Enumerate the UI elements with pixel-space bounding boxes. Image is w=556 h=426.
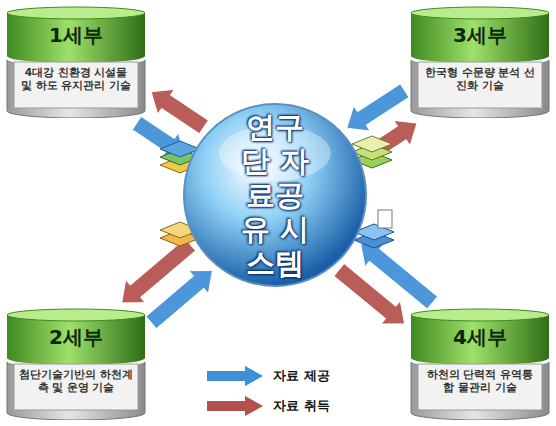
data-sharing-globe: 연구단 자료공유 시스템 [182, 102, 368, 288]
legend-row: 자료 취득 [205, 394, 330, 418]
subproject-description: 첨단기술기반의 하천계측 및 운영 기술 [18, 368, 134, 394]
legend-label: 자료 취득 [273, 397, 330, 415]
subproject-cylinder: 4세부하천의 단력적 유역통합 물관리 기술 [410, 308, 550, 420]
cylinder-shape [410, 6, 550, 118]
subproject-number: 4세부 [410, 322, 550, 352]
legend-arrow-swatch [205, 365, 265, 387]
legend: 자료 제공자료 취득 [205, 364, 355, 420]
acquire-arrow [334, 264, 405, 324]
subproject-number: 3세부 [410, 20, 550, 50]
cylinder-shape [6, 6, 146, 118]
subproject-description: 4대강 친환경 시설물 및 하도 유지관리 기술 [18, 66, 134, 92]
subproject-number: 2세부 [6, 322, 146, 352]
globe-title: 연구단 자료공유 시스템 [182, 102, 368, 288]
subproject-cylinder: 3세부한국형 수문량 분석 선진화 기술 [410, 6, 550, 118]
acquire-arrow [122, 239, 196, 303]
legend-row: 자료 제공 [205, 364, 330, 388]
subproject-cylinder: 2세부첨단기술기반의 하천계측 및 운영 기술 [6, 308, 146, 420]
subproject-number: 1세부 [6, 20, 146, 50]
legend-arrow-swatch [205, 395, 265, 417]
cylinder-shape [410, 308, 550, 420]
subproject-description: 한국형 수문량 분석 선진화 기술 [422, 66, 538, 92]
cylinder-shape [6, 308, 146, 420]
legend-label: 자료 제공 [273, 367, 330, 385]
subproject-description: 하천의 단력적 유역통합 물관리 기술 [422, 368, 538, 394]
subproject-cylinder: 1세부 4대강 친환경 시설물 및 하도 유지관리 기술 [6, 6, 146, 118]
acquire-arrow [151, 89, 208, 133]
